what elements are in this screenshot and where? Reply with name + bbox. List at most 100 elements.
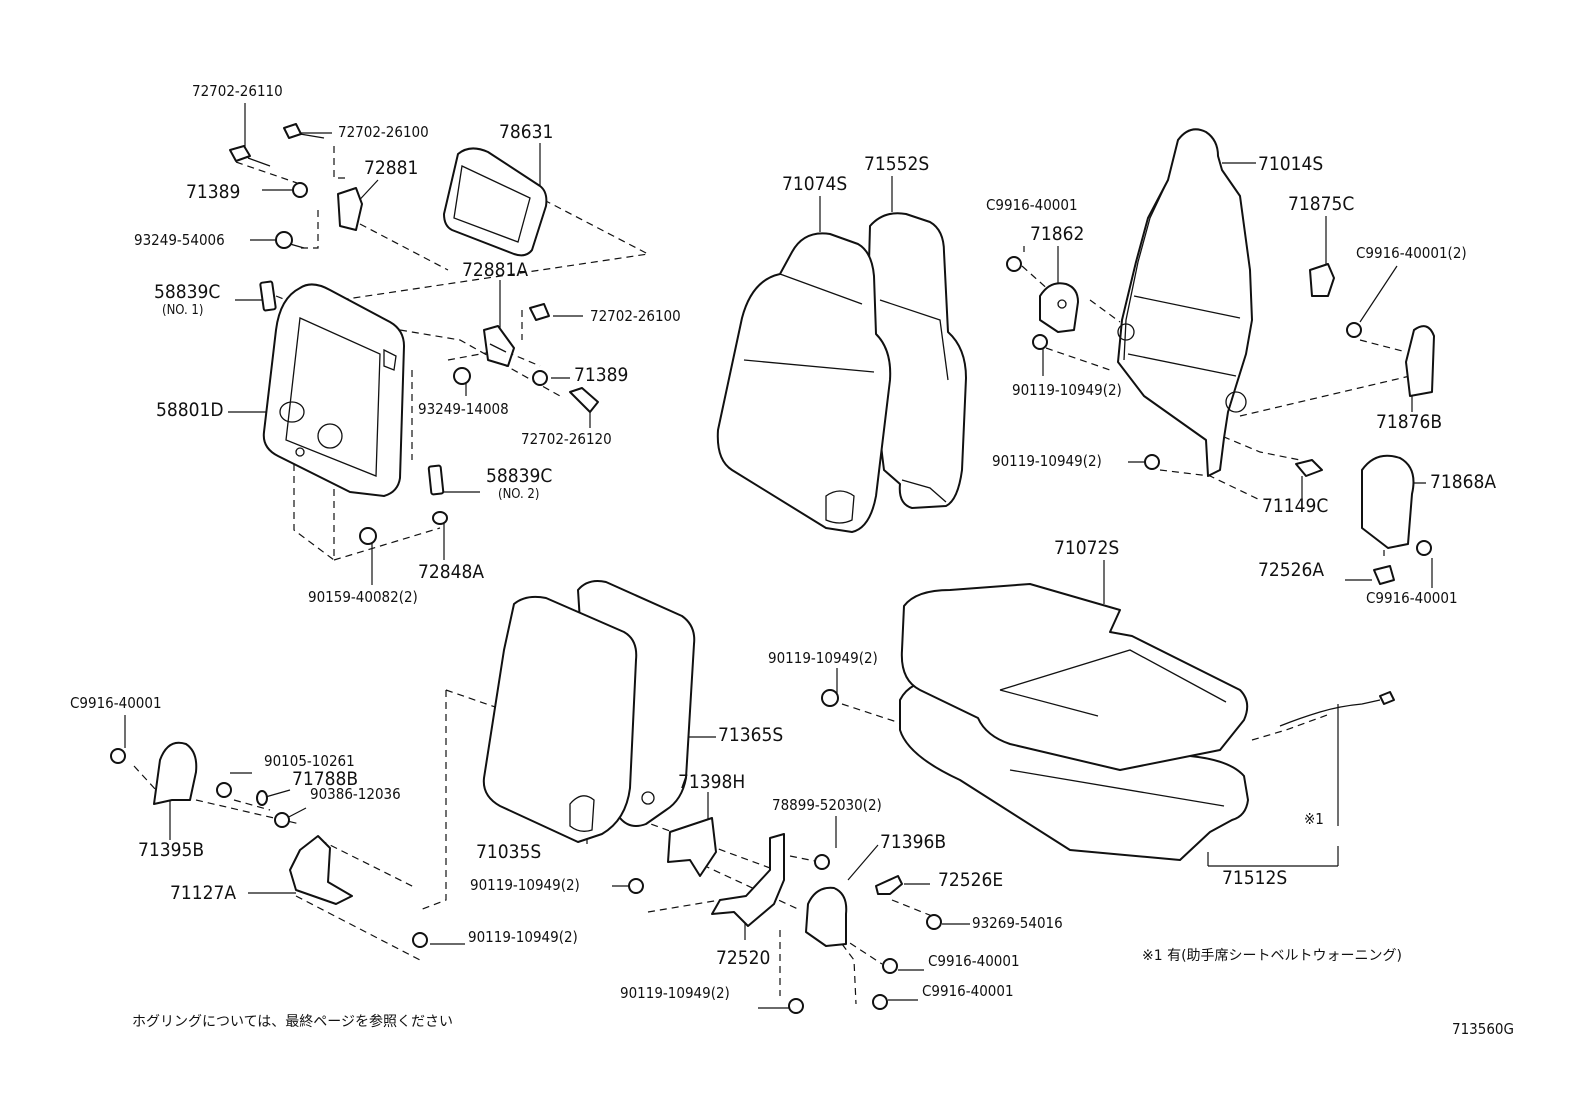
seatback-71074S-shape: [716, 232, 892, 533]
label-mark1: ※1: [1304, 810, 1324, 828]
screw-C9916-40001-b-shape: [1416, 540, 1432, 556]
screw-C9916-40001-e-shape: [872, 994, 888, 1010]
pad-58839C-no2-shape: [427, 464, 445, 496]
label-78631: 78631: [499, 121, 553, 143]
bolt-90119-10949-d-shape: [412, 932, 428, 948]
label-C9916-40001-d: C9916-40001: [928, 952, 1020, 970]
bolt-90119-10949-c-shape: [821, 689, 839, 707]
seatbelt-warning-note: ※1 有(助手席シートベルトウォーニング): [1142, 948, 1402, 964]
screw-C9916-40001-2-shape: [1346, 322, 1362, 338]
assembly-dashed-lines: [133, 146, 1411, 1005]
bolt-78899-52030-shape: [814, 854, 830, 870]
bolt-72702-26120-shape: [569, 387, 599, 413]
screw-C9916-40001-c-shape: [110, 748, 126, 764]
bolt-72702-26100-b-shape: [529, 303, 550, 321]
bolt-90119-10949-e-shape: [628, 878, 644, 894]
label-90119-10949-a: 90119-10949(2): [1012, 381, 1122, 399]
nut-71389-shape: [292, 182, 308, 198]
clip-72526A-shape: [1373, 565, 1395, 585]
pad-58839C-no1-shape: [259, 280, 277, 312]
label-72702-26100-a: 72702-26100: [338, 123, 429, 141]
clip-71149C-shape: [1295, 459, 1323, 477]
label-72881: 72881: [364, 157, 418, 179]
clip-71875C-shape: [1309, 263, 1335, 297]
screw-93269-54016-shape: [926, 914, 942, 930]
label-71395B: 71395B: [138, 839, 204, 861]
label-71512S: 71512S: [1222, 867, 1287, 889]
label-71868A: 71868A: [1430, 471, 1496, 493]
label-72526E: 72526E: [938, 869, 1003, 891]
label-no2: (NO. 2): [498, 487, 539, 502]
label-71862: 71862: [1030, 223, 1084, 245]
clip-72526E-shape: [875, 875, 903, 895]
label-90159-40082: 90159-40082(2): [308, 588, 418, 606]
bolt-72702-26100-shape: [283, 123, 325, 139]
label-58839C-no1: 58839C: [154, 281, 220, 303]
label-C9916-40001-c: C9916-40001: [70, 694, 162, 712]
label-71127A: 71127A: [170, 882, 236, 904]
bracket-71127A-shape: [289, 835, 353, 905]
label-71788B: 71788B: [292, 768, 358, 790]
bolt-90119-10949-b-shape: [1144, 454, 1160, 470]
label-71014S: 71014S: [1258, 153, 1323, 175]
label-71149C: 71149C: [1262, 495, 1328, 517]
diagram-id: 713560G: [1452, 1020, 1514, 1038]
clip-71788B-shape: [256, 790, 268, 806]
headrest-78631-shape: [443, 147, 548, 257]
label-C9916-40001-a: C9916-40001: [986, 196, 1078, 214]
label-71365S: 71365S: [718, 724, 783, 746]
label-58839C-no2: 58839C: [486, 465, 552, 487]
label-90119-10949-d: 90119-10949(2): [468, 928, 578, 946]
nut-90386-12036-shape: [274, 812, 290, 828]
nut-71389-b-shape: [532, 370, 548, 386]
label-72702-26120: 72702-26120: [521, 430, 612, 448]
bracket-71398H-shape: [667, 817, 717, 877]
screw-90159-40082-shape: [359, 527, 377, 545]
screw-C9916-40001-a-shape: [1006, 256, 1022, 272]
label-71398H: 71398H: [678, 771, 745, 793]
seatback-71035S-shape: [482, 595, 638, 843]
screw-93249-14008-shape: [453, 367, 471, 385]
screw-93249-54006-shape: [275, 231, 305, 249]
label-90119-10949-e: 90119-10949(2): [470, 876, 580, 894]
label-71074S: 71074S: [782, 173, 847, 195]
wire-harness-shape: [1279, 691, 1395, 727]
label-C9916-40001-e: C9916-40001: [922, 982, 1014, 1000]
label-58801D: 58801D: [156, 399, 224, 421]
seatback-71552S-shape: [867, 212, 967, 509]
label-71552S: 71552S: [864, 153, 929, 175]
cover-71876B-shape: [1405, 325, 1435, 397]
label-93269-54016: 93269-54016: [972, 914, 1063, 932]
label-72702-26110: 72702-26110: [192, 82, 283, 100]
back-cushion-58801D-shape: [262, 283, 405, 497]
label-C9916-40001-2: C9916-40001(2): [1356, 244, 1467, 262]
frame-71014S-shape: [1117, 128, 1253, 477]
screw-C9916-40001-d-shape: [882, 958, 898, 974]
hog-ring-note: ホグリングについては、最終ページを参照ください: [132, 1013, 453, 1030]
label-no1: (NO. 1): [162, 303, 203, 318]
label-71396B: 71396B: [880, 831, 946, 853]
label-90119-10949-f: 90119-10949(2): [620, 984, 730, 1002]
bracket-72520-shape: [711, 833, 785, 927]
label-71389-b: 71389: [574, 364, 628, 386]
bolt-90119-10949-f-shape: [788, 998, 804, 1014]
label-72526A: 72526A: [1258, 559, 1324, 581]
part-labels: 72702-26110 72702-26100 78631 72881 7138…: [70, 82, 1496, 1002]
label-93249-14008: 93249-14008: [418, 400, 509, 418]
label-72520: 72520: [716, 947, 770, 969]
hinge-72881A-shape: [483, 325, 515, 367]
bolt-72702-26110-shape: [229, 145, 271, 167]
label-72881A: 72881A: [462, 259, 528, 281]
label-71876B: 71876B: [1376, 411, 1442, 433]
label-78899-52030: 78899-52030(2): [772, 796, 882, 814]
label-72702-26100-b: 72702-26100: [590, 307, 681, 325]
label-71389-a: 71389: [186, 181, 240, 203]
label-72848A: 72848A: [418, 561, 484, 583]
label-93249-54006: 93249-54006: [134, 231, 225, 249]
label-90119-10949-b: 90119-10949(2): [992, 452, 1102, 470]
label-C9916-40001-b: C9916-40001: [1366, 589, 1458, 607]
label-90105-10261: 90105-10261: [264, 752, 355, 770]
cover-71868A-shape: [1361, 454, 1415, 549]
